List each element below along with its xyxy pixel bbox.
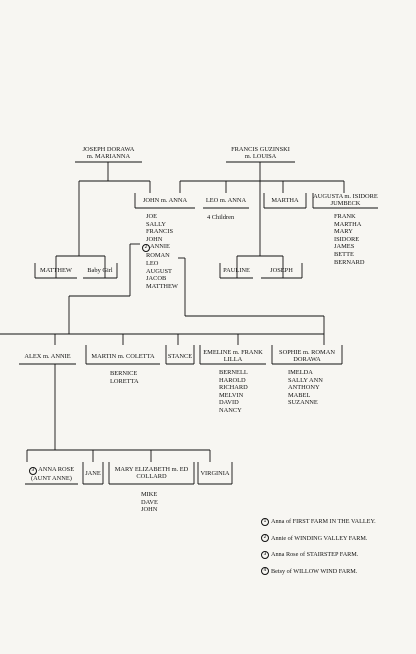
pauline-label: PAULINE [223, 267, 250, 274]
child-name: AUGUST [146, 267, 172, 275]
joseph-dorawa-box: JOSEPH DORAWA m. MARIANNA [75, 146, 142, 161]
leo-anna-label: LEO m. ANNA [205, 197, 247, 204]
augusta-box: AUGUSTA m. ISIDORE JUMBECK [313, 193, 378, 208]
child-name: SUZANNE [288, 399, 318, 407]
alex-annie-box: ALEX m. ANNIE [19, 353, 76, 360]
virginia-box: VIRGINIA [198, 470, 232, 477]
leo-children-count: 4 Children [207, 214, 235, 221]
stance-box: STANCE [166, 353, 194, 360]
joseph-box: JOSEPH [261, 267, 302, 274]
annie-marker: 2 [142, 244, 150, 253]
child-name: JAMES [334, 243, 355, 251]
martin-coletta-box: MARTIN m. COLETTA [86, 353, 160, 360]
pauline-box: PAULINE [220, 267, 253, 274]
joseph-dorawa-label: JOSEPH DORAWA m. MARIANNA [82, 146, 135, 161]
child-name: BERNELL [219, 369, 248, 376]
francis-guzinski-box: FRANCIS GUZINSKI m. LOUISA [226, 146, 295, 161]
legend-number: 1 [261, 517, 269, 526]
augusta-label: AUGUSTA m. ISIDORE JUMBECK [313, 193, 378, 208]
francis-guzinski-label: FRANCIS GUZINSKI m. LOUISA [231, 146, 290, 161]
child-name: BERNARD [334, 258, 365, 266]
child-name: MABEL [288, 391, 311, 399]
matthew-box: MATTHEW [35, 267, 77, 274]
child-name: FRANK [334, 213, 356, 220]
emeline-frank-box: EMELINE m. FRANK LILLA [200, 349, 266, 364]
legend-number: 2 [261, 534, 269, 543]
alex-annie-label: ALEX m. ANNIE [24, 353, 71, 360]
child-name: MATTHEW [146, 282, 178, 290]
emeline-frank-label: EMELINE m. FRANK LILLA [203, 349, 263, 364]
child-name: DAVID [219, 399, 239, 407]
anna-rose-marker: 3 [28, 467, 37, 475]
jane-box: JANE [83, 470, 103, 477]
leo-anna-box: LEO m. ANNA [203, 197, 249, 204]
anna-rose-box: 3 ANNA ROSE (AUNT ANNE) [25, 466, 78, 482]
child-name: MIKE [141, 491, 158, 498]
jane-label: JANE [85, 470, 101, 477]
child-name: MARY [334, 228, 353, 236]
child-name: HAROLD [219, 376, 246, 384]
baby-girl-box: Baby Girl [83, 267, 117, 274]
child-name: SALLY ANN [288, 376, 323, 384]
emeline-children-list: BERNELL HAROLD RICHARD MELVIN DAVID NANC… [219, 369, 248, 415]
martha-box: MARTHA [264, 197, 306, 204]
joseph-label: JOSEPH [270, 267, 293, 274]
mary-children-list: MIKE DAVE JOHN [141, 491, 158, 514]
martin-coletta-label: MARTIN m. COLETTA [91, 353, 155, 360]
child-name: NANCY [219, 406, 242, 414]
sophie-roman-box: SOPHIE m. ROMAN DORAWA [272, 349, 342, 364]
matthew-label: MATTHEW [40, 267, 72, 274]
mary-elizabeth-label: MARY ELIZABETH m. ED COLLARD [114, 466, 189, 481]
legend-number: 4 [261, 567, 269, 576]
child-name: JOHN [141, 506, 158, 514]
child-name: ISIDORE [334, 235, 360, 243]
child-name: FRANCIS [146, 228, 173, 236]
leo-children-note: 4 Children [207, 214, 234, 222]
child-name: MELVIN [219, 391, 244, 399]
legend-number: 3 [261, 550, 269, 559]
child-name: SALLY [146, 220, 166, 228]
mary-elizabeth-box: MARY ELIZABETH m. ED COLLARD [109, 466, 194, 481]
stance-label: STANCE [167, 353, 193, 360]
anna-rose-label: ANNA ROSE (AUNT ANNE) [31, 466, 75, 482]
child-name: MARTHA [334, 220, 362, 228]
legend-text: Anna Rose of STAIRSTEP FARM. [271, 551, 359, 559]
martha-label: MARTHA [271, 197, 299, 204]
child-name: BERNICE [110, 370, 138, 377]
legend-text: Annie of WINDING VALLEY FARM. [271, 534, 368, 542]
john-anna-box: JOHN m. ANNA [135, 197, 195, 204]
legend-text: Betsy of WILLOW WIND FARM. [271, 567, 358, 575]
legend-text: Anna of FIRST FARM IN THE VALLEY. [271, 518, 376, 525]
child-name: IMELDA [288, 369, 313, 376]
sophie-roman-label: SOPHIE m. ROMAN DORAWA [279, 349, 335, 364]
child-name: JACOB [146, 275, 167, 283]
child-name: ANNIE [150, 243, 170, 251]
child-name: DAVE [141, 498, 158, 506]
child-name: BETTE [334, 250, 354, 258]
john-anna-label: JOHN m. ANNA [142, 197, 188, 204]
martin-children-list: BERNICE LORETTA [110, 370, 139, 385]
virginia-label: VIRGINIA [200, 470, 230, 477]
child-name: LEO [146, 259, 159, 267]
child-name: ROMAN [146, 252, 170, 260]
augusta-children-list: FRANK MARTHA MARY ISIDORE JAMES BETTE BE… [334, 213, 365, 266]
baby-girl-label: Baby Girl [87, 267, 113, 274]
child-name: LORETTA [110, 377, 139, 385]
child-name: RICHARD [219, 384, 248, 392]
child-name: JOE [146, 213, 158, 220]
child-name: ANTHONY [288, 384, 320, 392]
sophie-children-list: IMELDA SALLY ANN ANTHONY MABEL SUZANNE [288, 369, 323, 407]
child-name: JOHN [146, 235, 163, 243]
